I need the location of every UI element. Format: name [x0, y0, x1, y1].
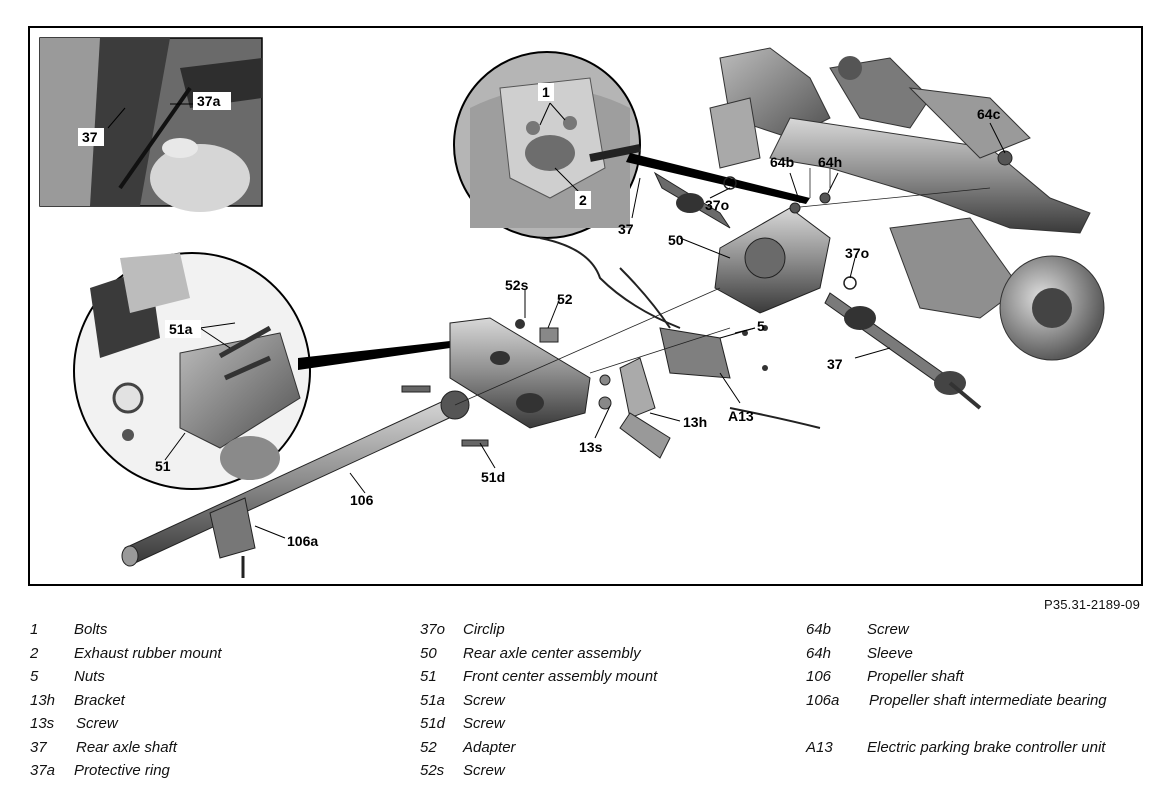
legend-row: 37 Rear axle shaft: [30, 739, 390, 763]
legend-row: 106 Propeller shaft: [806, 668, 1146, 692]
callout-37-inset: 37: [82, 129, 98, 145]
legend-code: A13: [806, 738, 833, 756]
legend-row: 64b Screw: [806, 621, 1146, 645]
legend-row: 37o Circlip: [420, 621, 780, 645]
callout-37o-right: 37o: [845, 245, 869, 261]
legend-desc: Exhaust rubber mount: [74, 644, 222, 662]
legend-desc: Rear axle center assembly: [463, 644, 641, 662]
propeller-shaft: [121, 390, 470, 578]
document-id: P35.31-2189-09: [1043, 597, 1140, 612]
legend-code: 51: [420, 668, 437, 685]
callout-52s: 52s: [505, 277, 529, 293]
legend-code: 13h: [30, 691, 56, 709]
legend-code: 2: [30, 644, 39, 662]
legend-code: 64b: [806, 621, 832, 638]
legend-code: 1: [30, 621, 39, 638]
callout-51d: 51d: [481, 469, 505, 485]
callout-106: 106: [350, 492, 374, 508]
legend-code: 37o: [420, 621, 446, 638]
callout-64h: 64h: [818, 154, 842, 170]
legend-desc: Front center assembly mount: [463, 668, 658, 685]
legend-desc: Screw: [76, 715, 118, 732]
mount-detail-inset: [73, 252, 311, 490]
rear-axle-center-assembly: [714, 207, 831, 314]
legend-code: 13s: [30, 715, 55, 732]
rear-axle-shafts: [653, 171, 982, 410]
legend-row: 5 Nuts: [30, 668, 390, 692]
legend-row: A13 Electric parking brake controller uni…: [806, 739, 1146, 763]
legend-desc: Protective ring: [74, 762, 170, 779]
legend-row: [806, 715, 1146, 739]
legend-row: 51 Front center assembly mount: [420, 668, 780, 692]
rear-subframe: [709, 47, 1105, 361]
front-center-mount: [449, 317, 591, 429]
legend-row: 52 Adapter: [420, 739, 780, 763]
legend-row: 13s Screw: [30, 715, 390, 739]
legend-desc: Screw: [463, 762, 505, 779]
callout-13s: 13s: [579, 439, 603, 455]
callout-37o-top: 37o: [705, 197, 729, 213]
callout-52: 52: [557, 291, 573, 307]
callout-37a: 37a: [197, 93, 221, 109]
legend-desc: Rear axle shaft: [76, 738, 177, 756]
callout-106a: 106a: [287, 533, 318, 549]
photo-inset: [39, 37, 263, 212]
legend-code: 106: [806, 668, 832, 685]
legend-code: 52: [420, 738, 437, 756]
legend-code: 37: [30, 738, 47, 756]
callout-51a: 51a: [169, 321, 193, 337]
legend-row: 2 Exhaust rubber mount: [30, 645, 390, 669]
callout-5: 5: [757, 318, 765, 334]
callout-51: 51: [155, 458, 171, 474]
legend-desc: Propeller shaft: [867, 668, 964, 685]
legend-desc: Circlip: [463, 621, 505, 638]
legend-code: 51a: [420, 691, 446, 709]
callout-labels: 37a 37 1 2 37 37o 64b 64h 64c 50 37o 37 …: [78, 83, 1001, 549]
legend-column-3: 64b Screw 64h Sleeve 106 Propeller shaft 10…: [806, 621, 1146, 762]
legend-desc: Screw: [867, 621, 909, 638]
cables-and-guide-lines: [454, 168, 991, 429]
parking-brake-controller: [619, 327, 731, 459]
legend-row: 1 Bolts: [30, 621, 390, 645]
callout-50: 50: [668, 232, 684, 248]
legend-row: 51a Screw: [420, 692, 780, 716]
legend-desc: Bracket: [74, 691, 125, 709]
legend-row: 64h Sleeve: [806, 645, 1146, 669]
legend-desc: Propeller shaft intermediate bearing: [869, 691, 1107, 709]
legend-desc: Electric parking brake controller unit: [867, 738, 1106, 756]
diagram-frame: 37a 37 1 2 37 37o 64b 64h 64c 50 37o 37 …: [28, 26, 1143, 586]
legend-row: 52s Screw: [420, 762, 780, 786]
legend-row: 50 Rear axle center assembly: [420, 645, 780, 669]
small-hardware: [401, 150, 1013, 447]
callout-2: 2: [579, 192, 587, 208]
bolts-detail-inset: [453, 51, 641, 239]
legend-code: 37a: [30, 762, 56, 779]
legend-desc: Adapter: [463, 738, 516, 756]
legend-code: 5: [30, 668, 39, 685]
callout-64c: 64c: [977, 106, 1001, 122]
legend-desc: Sleeve: [867, 644, 913, 662]
legend-code: 106a: [806, 691, 840, 709]
legend-desc: Screw: [463, 715, 505, 732]
legend-code: 51d: [420, 715, 446, 732]
legend-row: 51d Screw: [420, 715, 780, 739]
callout-13h: 13h: [683, 414, 707, 430]
callout-64b: 64b: [770, 154, 794, 170]
legend-code: 50: [420, 644, 437, 662]
legend-desc: Bolts: [74, 621, 108, 638]
legend-desc: Nuts: [74, 668, 105, 685]
callout-1: 1: [542, 84, 550, 100]
legend-row: 106a Propeller shaft intermediate bearing: [806, 692, 1146, 716]
callout-37-right: 37: [827, 356, 843, 372]
callout-A13: A13: [728, 408, 754, 424]
legend-code: 52s: [420, 762, 445, 779]
legend-column-1: 1 Bolts 2 Exhaust rubber mount 5 Nuts 13h Br…: [30, 621, 390, 786]
legend-desc: Screw: [463, 691, 505, 709]
legend-column-2: 37o Circlip 50 Rear axle center assembly 5…: [420, 621, 780, 786]
exploded-view-drawing: 37a 37 1 2 37 37o 64b 64h 64c 50 37o 37 …: [39, 37, 1105, 578]
callout-37-top: 37: [618, 221, 634, 237]
legend-row: 13h Bracket: [30, 692, 390, 716]
legend-code: 64h: [806, 644, 832, 662]
legend-row: 37a Protective ring: [30, 762, 390, 786]
